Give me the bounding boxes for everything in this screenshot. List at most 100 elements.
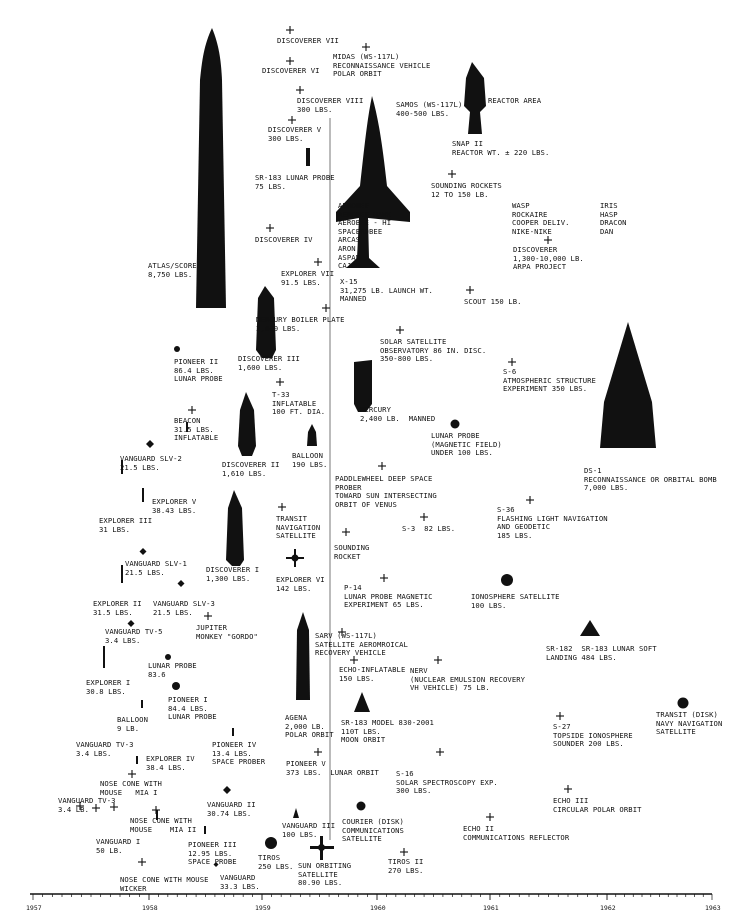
- plus-marker: [296, 86, 304, 94]
- label-line: 86.4 LBS.: [174, 365, 214, 375]
- label-line: 400-500 LBS.: [396, 108, 450, 118]
- label-line: WASP: [512, 201, 530, 210]
- label-line: WICKER: [120, 883, 147, 893]
- label-line: 300 LBS.: [268, 133, 304, 143]
- tiros-sphere: [265, 837, 277, 849]
- label-line: SNAP II: [452, 139, 483, 148]
- label-line: TRANSIT: [276, 514, 307, 523]
- label-line: MERCURY BOILER PLATE: [256, 315, 345, 324]
- label-line: SOUNDING ROCKETS: [431, 181, 502, 190]
- label-line: MIDAS (WS-117L): [333, 52, 400, 61]
- samos-silhouette: [464, 62, 486, 134]
- label-line: EXPERIMENT 65 LBS.: [344, 600, 424, 610]
- label-line: SCOUT 150 LB.: [464, 297, 522, 306]
- label-line: SR-182 SR-183 LUNAR SOFT: [546, 644, 657, 653]
- label-line: AEROBEE - HI: [338, 218, 392, 228]
- label-line: TIROS: [258, 853, 281, 862]
- label-line: S-36: [497, 505, 515, 514]
- label-line: LUNAR PROBE: [168, 712, 217, 722]
- label-s3: S-3 82 LBS.: [402, 524, 455, 534]
- label-line: X-15: [340, 277, 358, 286]
- label-line: 31 LBS.: [99, 524, 130, 534]
- label-line: IONOSPHERE SATELLITE: [471, 592, 560, 601]
- label-line: 38.4 LBS.: [146, 762, 186, 772]
- plus-marker: [92, 804, 100, 812]
- label-line: DISCOVERER I: [206, 565, 260, 574]
- label-line: S-6: [503, 367, 517, 376]
- label-line: 21.5 LBS.: [120, 462, 160, 472]
- label-line: SARV (WS-117L): [315, 631, 377, 640]
- label-line: DISCOVERER VI: [262, 66, 320, 75]
- plus-marker: [138, 858, 146, 866]
- label-line: NOSE CONE WITH: [100, 779, 162, 788]
- plus-marker: [286, 57, 294, 65]
- label-line: ORBIT OF VENUS: [335, 499, 397, 509]
- label-line: VANGUARD I: [96, 837, 141, 846]
- label-line: NERV: [410, 666, 428, 675]
- label-line: DAN: [600, 226, 614, 236]
- plus-marker: [110, 803, 118, 811]
- label-line: (NUCLEAR EMULSION RECOVERY: [410, 674, 526, 684]
- plus-marker: [314, 258, 322, 266]
- label-line: LANDING 484 LBS.: [546, 652, 617, 662]
- label-line: 373 LBS. LUNAR ORBIT: [286, 767, 379, 777]
- plus-marker: [434, 656, 442, 664]
- plus-marker: [380, 574, 388, 582]
- label-line: 31.5 LBS.: [93, 607, 133, 617]
- plus-marker: [564, 785, 572, 793]
- label-line: SR-183 LUNAR PROBE: [255, 173, 335, 182]
- label-line: S-27: [553, 722, 571, 731]
- label-line: NOSE CONE WITH: [130, 816, 192, 825]
- label-line: 80.90 LBS.: [298, 878, 343, 888]
- label-line: DISCOVERER VIII: [297, 96, 364, 105]
- plus-marker: [288, 116, 296, 124]
- label-line: CAJON: [338, 261, 361, 271]
- plus-marker: [362, 43, 370, 51]
- label-line: MANNED: [340, 294, 367, 304]
- label-line: 100 LBS.: [282, 829, 318, 839]
- label-line: 30.8 LBS.: [86, 686, 126, 696]
- label-line: ATLAS/SCORE: [148, 261, 197, 270]
- label-line: VH VEHICLE) 75 LB.: [410, 683, 490, 693]
- label-line: IRIS: [600, 201, 618, 210]
- label-line: MOUSE MIA II: [130, 824, 197, 834]
- pioneer-ii-dot: [174, 346, 180, 352]
- pioneer-i-dot: [172, 682, 180, 690]
- label-line: AGENA: [285, 713, 308, 722]
- label-line: 8,750 LBS.: [148, 269, 193, 279]
- label-line: PIONEER II: [174, 357, 219, 366]
- label-line: 21.5 LBS.: [125, 567, 165, 577]
- label-line: 21.5 LBS.: [153, 607, 193, 617]
- label-line: DISCOVERER V: [268, 125, 322, 134]
- label-line: 2,400 LB. MANNED: [360, 413, 436, 423]
- label-line: EXPLORER IV: [146, 754, 195, 763]
- label-line: SOLAR SATELLITE: [380, 337, 447, 346]
- label-line: EXPLORER V: [152, 497, 197, 506]
- label-line: LUNAR PROBE: [174, 374, 223, 384]
- label-line: VANGUARD SLV-2: [120, 454, 182, 463]
- label-line: RECONNAISSANCE VEHICLE: [333, 60, 431, 70]
- label-line: ECHO II: [463, 824, 494, 833]
- label-line: 2,000 LB.: [285, 721, 325, 731]
- plus-marker: [350, 656, 358, 664]
- label-line: NAVIGATION: [276, 522, 321, 532]
- label-line: 100 LBS.: [471, 600, 507, 610]
- atlas-rocket-silhouette: [196, 28, 226, 308]
